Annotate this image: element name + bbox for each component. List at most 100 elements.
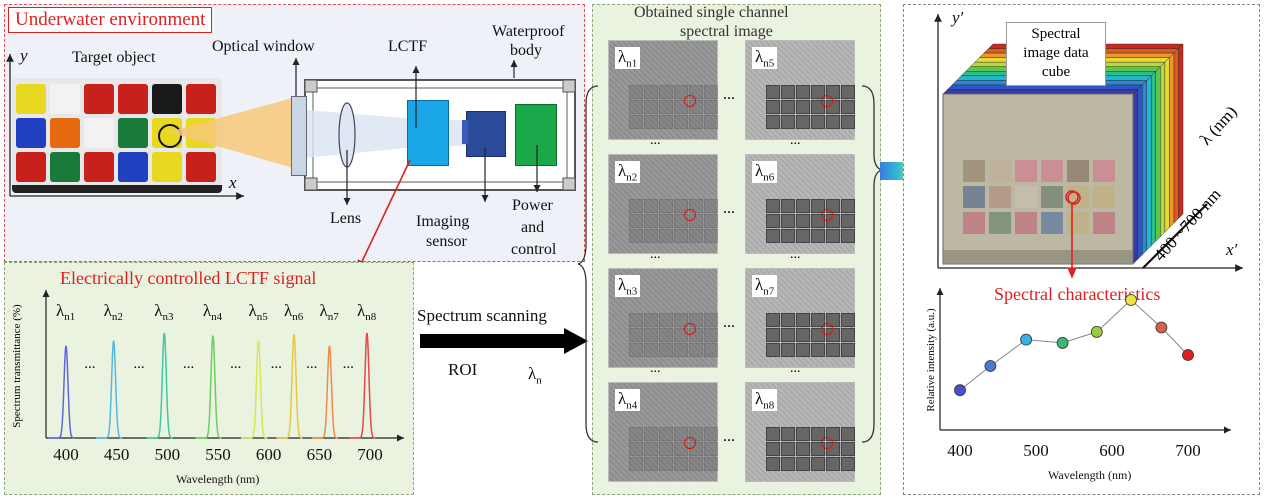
roi-ring bbox=[684, 209, 696, 221]
cube-sticker bbox=[152, 84, 182, 114]
tile-cell bbox=[766, 328, 780, 342]
axis-y-label: y bbox=[20, 46, 28, 65]
tile-cell bbox=[781, 199, 795, 213]
imaging-label-1: Imaging bbox=[416, 213, 470, 230]
tile-cell bbox=[674, 457, 688, 471]
tile-cell bbox=[659, 214, 673, 228]
tile-cell bbox=[811, 85, 825, 99]
cube-front-cell bbox=[963, 186, 985, 208]
lctf-x-tick: 400 bbox=[53, 445, 79, 464]
tile-cell bbox=[629, 100, 643, 114]
lctf-x-tick: 500 bbox=[155, 445, 181, 464]
tile-cell bbox=[704, 442, 718, 456]
tile-cell bbox=[629, 85, 643, 99]
cube-front-cell bbox=[989, 212, 1011, 234]
tile-cell bbox=[841, 328, 855, 342]
tile-cell bbox=[781, 343, 795, 357]
tile-cell bbox=[689, 115, 703, 129]
cube-side-layer bbox=[1178, 43, 1184, 220]
rel-x-tick: 400 bbox=[947, 441, 973, 460]
rel-x-label: Wavelength (nm) bbox=[1048, 468, 1132, 482]
lctf-peak-label: λn3 bbox=[154, 301, 174, 323]
tile-cell bbox=[841, 199, 855, 213]
lctf-x-label: Wavelength (nm) bbox=[176, 472, 260, 486]
rel-point bbox=[1090, 326, 1103, 338]
rel-point bbox=[954, 384, 966, 397]
tile-cell bbox=[644, 214, 658, 228]
optical-window bbox=[291, 96, 307, 176]
tile-cell bbox=[796, 229, 810, 243]
cube-sticker bbox=[84, 152, 114, 182]
tile-cell bbox=[704, 427, 718, 441]
tile-column-ellipsis: ... bbox=[790, 133, 801, 148]
imaging-sensor-front bbox=[462, 120, 468, 144]
cube-sticker bbox=[152, 152, 182, 182]
cube-sticker bbox=[50, 84, 80, 114]
tile-cell bbox=[629, 115, 643, 129]
lambda-n-label: λn bbox=[528, 364, 542, 387]
tile-cell bbox=[644, 427, 658, 441]
spectral-image-tile: λn2 bbox=[608, 154, 718, 254]
lctf-ellipsis: ... bbox=[84, 356, 95, 372]
tile-wavelength-label: λn4 bbox=[615, 389, 641, 412]
lctf-peak-label: λn5 bbox=[249, 301, 269, 323]
tile-cell bbox=[629, 313, 643, 327]
tile-cell bbox=[629, 229, 643, 243]
scanning-arrow bbox=[420, 328, 588, 354]
tile-column-ellipsis: ... bbox=[790, 361, 801, 376]
tile-cell bbox=[659, 328, 673, 342]
cube-axes bbox=[934, 14, 1243, 272]
lctf-peak bbox=[146, 332, 173, 439]
tile-cell bbox=[841, 115, 855, 129]
tile-cell bbox=[841, 427, 855, 441]
tile-wavelength-label: λn2 bbox=[615, 161, 641, 184]
roi-ring bbox=[821, 95, 833, 107]
power-label-3: control bbox=[511, 241, 557, 258]
cube-sticker bbox=[84, 118, 114, 148]
imaging-sensor bbox=[466, 111, 506, 157]
lctf-peak-label: λn8 bbox=[357, 301, 377, 323]
tile-cell bbox=[629, 328, 643, 342]
rel-point bbox=[1020, 333, 1033, 346]
tile-column-ellipsis: ... bbox=[650, 133, 661, 148]
single-channel-title-2: spectral image bbox=[680, 23, 773, 40]
tile-cell bbox=[674, 427, 688, 441]
waterproof-label-2: body bbox=[510, 42, 542, 59]
rel-x-tick: 500 bbox=[1023, 441, 1049, 460]
power-label-1: Power bbox=[512, 197, 553, 214]
tile-cell bbox=[841, 442, 855, 456]
lctf-peak bbox=[195, 335, 222, 439]
cube-side-layer bbox=[1173, 48, 1179, 224]
roi-ring bbox=[821, 209, 833, 221]
tile-cell bbox=[766, 115, 780, 129]
tile-cell bbox=[796, 457, 810, 471]
cube-front-cell bbox=[1093, 212, 1115, 234]
tile-cell bbox=[781, 115, 795, 129]
cube-label-2: image data bbox=[1023, 45, 1089, 61]
lctf-peak-label: λn7 bbox=[319, 301, 339, 323]
device-callouts bbox=[292, 58, 541, 272]
roi-ring bbox=[684, 323, 696, 335]
tile-cell bbox=[781, 229, 795, 243]
tile-cell bbox=[781, 85, 795, 99]
tile-cell bbox=[796, 214, 810, 228]
cube-side-layer bbox=[1155, 66, 1161, 242]
tile-wavelength-label: λn6 bbox=[752, 161, 778, 184]
cube-sticker bbox=[50, 152, 80, 182]
cube-front-cell bbox=[1041, 160, 1063, 182]
waterproof-label-1: Waterproof bbox=[492, 23, 565, 40]
lctf-peak-label: λn4 bbox=[203, 301, 223, 323]
cube-front-cell bbox=[989, 160, 1011, 182]
light-beam bbox=[168, 96, 300, 170]
tile-wavelength-label: λn1 bbox=[615, 47, 641, 70]
tile-cell bbox=[704, 343, 718, 357]
tile-cell bbox=[796, 442, 810, 456]
tile-cell bbox=[644, 229, 658, 243]
cube-label-3: cube bbox=[1041, 64, 1071, 80]
spectral-image-tile: λn7 bbox=[745, 268, 855, 368]
lctf-label: LCTF bbox=[388, 38, 428, 55]
tile-column-ellipsis: ... bbox=[650, 247, 661, 262]
rel-point bbox=[1182, 349, 1194, 361]
power-label-2: and bbox=[521, 219, 545, 236]
tile-cell bbox=[841, 343, 855, 357]
